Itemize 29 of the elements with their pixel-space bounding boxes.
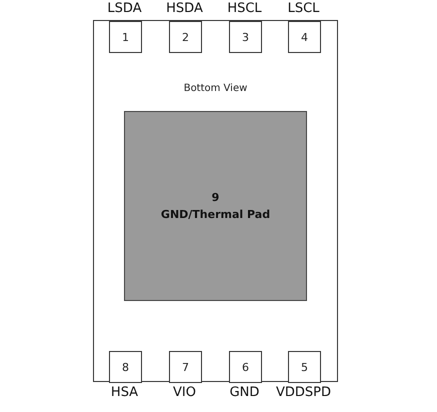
pin-number: 8 (122, 360, 129, 374)
pin-pad (288, 351, 321, 383)
view-label: Bottom View (184, 83, 248, 94)
pin-pad (229, 21, 262, 53)
pin-name: VIO (173, 385, 196, 400)
pin-name: HSDA (166, 1, 203, 16)
pin-number: 2 (182, 30, 189, 44)
pin-number: 5 (301, 360, 308, 374)
pin-name: GND (230, 385, 260, 400)
pin-number: 7 (182, 360, 189, 374)
pin-name: HSCL (227, 1, 262, 16)
pin-name: VDDSPD (276, 385, 331, 400)
pin-number: 4 (301, 30, 308, 44)
thermal-pad (124, 111, 307, 301)
pin-number: 6 (242, 360, 249, 374)
pin-number: 3 (242, 30, 249, 44)
pin-name: LSCL (288, 1, 320, 16)
pin-pad (109, 21, 142, 53)
package-outline (93, 20, 338, 382)
pad-number: 9 (212, 191, 220, 204)
pin-pad (169, 351, 202, 383)
pin-pad (169, 21, 202, 53)
pin-pad (109, 351, 142, 383)
pin-name: HSA (110, 385, 138, 400)
pin-pad (288, 21, 321, 53)
pad-label: GND/Thermal Pad (160, 208, 270, 221)
pin-pad (229, 351, 262, 383)
pin-number: 1 (122, 30, 129, 44)
pin-name: LSDA (107, 1, 142, 16)
